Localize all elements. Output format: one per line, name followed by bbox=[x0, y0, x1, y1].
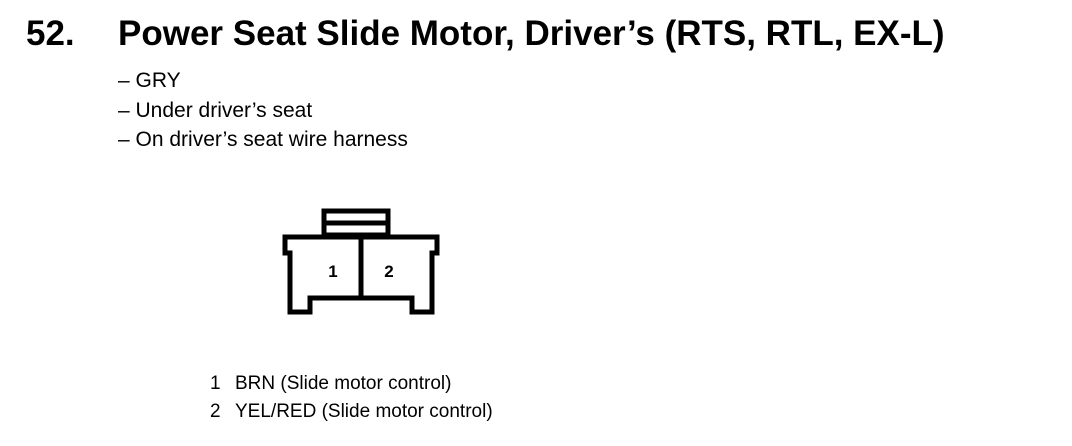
component-heading: 52. Power Seat Slide Motor, Driver’s (RTS… bbox=[26, 10, 945, 58]
component-details: – GRY – Under driver’s seat – On driver’… bbox=[118, 66, 408, 155]
detail-color: – GRY bbox=[118, 69, 181, 92]
pin-row: 1 BRN (Slide motor control) bbox=[210, 370, 493, 398]
pin-legend: 1 BRN (Slide motor control) 2 YEL/RED (Sli… bbox=[210, 370, 493, 426]
component-number: 52. bbox=[26, 14, 75, 53]
pin-number: 1 bbox=[210, 373, 221, 394]
pin-row: 2 YEL/RED (Slide motor control) bbox=[210, 398, 493, 426]
detail-location: – Under driver’s seat bbox=[118, 98, 313, 122]
pin-number: 2 bbox=[210, 401, 221, 422]
connector-housing bbox=[282, 234, 440, 315]
detail-harness: – On driver’s seat wire harness bbox=[118, 128, 408, 151]
connector-diagram: 1 2 bbox=[282, 208, 440, 315]
terminal-label-2: 2 bbox=[384, 262, 393, 281]
pin-description: YEL/RED (Slide motor control) bbox=[235, 401, 493, 422]
component-title: Power Seat Slide Motor, Driver’s (RTS, R… bbox=[118, 14, 945, 53]
pin-description: BRN (Slide motor control) bbox=[235, 373, 452, 394]
terminal-label-1: 1 bbox=[328, 262, 337, 281]
